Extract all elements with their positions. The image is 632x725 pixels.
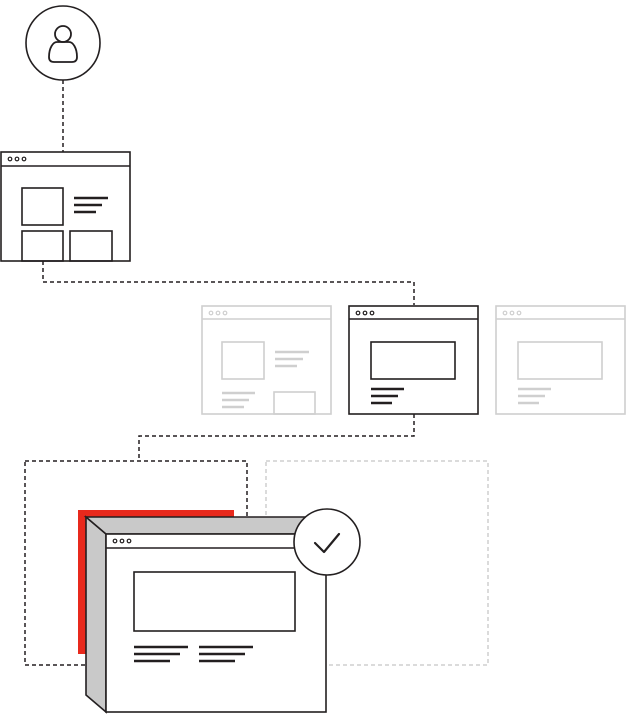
variant-window-a: [201, 305, 332, 415]
hero-placeholder: [370, 341, 456, 380]
text-lines: [371, 387, 404, 405]
connector-variant-to-result: [138, 414, 415, 461]
hero-placeholder: [517, 341, 603, 380]
landing-page-window: [0, 151, 131, 262]
image-placeholder: [221, 341, 265, 380]
text-lines: [222, 350, 309, 409]
user-icon: [48, 25, 78, 63]
connector-page-to-variant: [42, 261, 415, 305]
card-placeholder: [273, 391, 316, 415]
window-front-face: [105, 533, 327, 713]
window-top-face: [83, 516, 329, 535]
hero-placeholder: [133, 571, 296, 632]
window-dots: [208, 310, 228, 316]
card-placeholder-left: [21, 230, 64, 262]
text-lines: [518, 387, 551, 405]
window-dots: [355, 310, 375, 316]
window-dots: [7, 156, 27, 162]
variant-window-b: [348, 305, 479, 415]
image-placeholder: [21, 187, 64, 226]
window-side-face: [85, 515, 107, 714]
checkmark-icon: [313, 532, 341, 554]
text-lines: [74, 196, 108, 214]
window-dots: [112, 538, 132, 544]
variant-window-c: [495, 305, 626, 415]
window-dots: [502, 310, 522, 316]
result-window-3d: [83, 515, 329, 714]
checkmark-badge: [293, 508, 361, 576]
card-placeholder-right: [69, 230, 113, 262]
user-node: [25, 5, 101, 81]
text-lines: [134, 645, 253, 663]
connectors: [42, 80, 415, 461]
